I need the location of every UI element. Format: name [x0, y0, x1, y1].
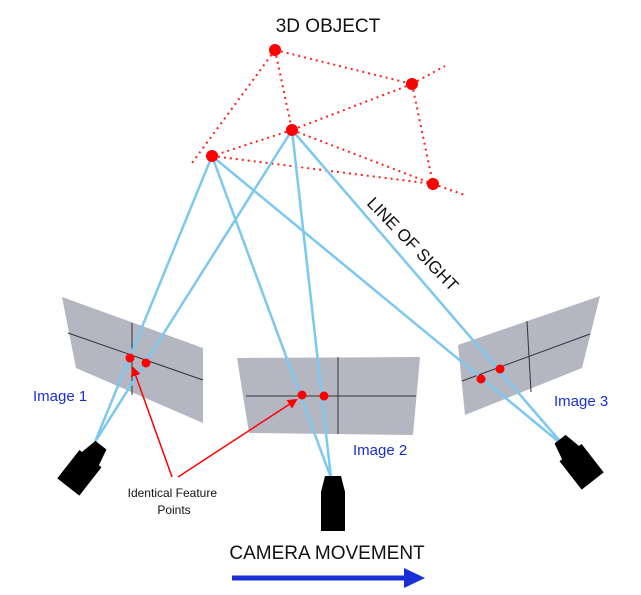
object-vertices: [206, 44, 439, 190]
edge: [274, 49, 413, 85]
edge: [191, 49, 276, 164]
feature-point: [476, 374, 486, 384]
feature-points-label: Identical Feature Points: [128, 486, 221, 517]
line-of-sight-label: LINE OF SIGHT: [363, 194, 462, 296]
camera-2-icon: [321, 476, 345, 531]
feature-point: [297, 390, 307, 400]
image-2-label: Image 2: [353, 442, 407, 459]
feature-arrow: [177, 398, 298, 478]
edge: [411, 83, 434, 185]
image-3-label: Image 3: [554, 393, 608, 410]
object-wireframe: [191, 49, 466, 196]
camera-movement-label: CAMERA MOVEMENT: [229, 543, 425, 564]
vertex: [427, 178, 439, 190]
image-1-label: Image 1: [33, 388, 87, 405]
feature-point: [319, 391, 329, 401]
vertex: [206, 150, 218, 162]
vertex: [286, 124, 298, 136]
edge: [291, 83, 413, 131]
vertex: [269, 44, 281, 56]
image-plane-3: [458, 296, 600, 415]
sight-lines: [93, 129, 566, 479]
feature-label-line-1: Identical Feature: [128, 486, 218, 500]
camera-1-icon: [57, 440, 107, 496]
object-title: 3D OBJECT: [276, 16, 381, 37]
edge: [411, 65, 446, 85]
vertex: [406, 78, 418, 90]
edge: [211, 129, 293, 157]
feature-label-line-2: Points: [157, 503, 190, 517]
edge: [211, 155, 434, 185]
camera-3-icon: [554, 434, 604, 490]
feature-arrows: [130, 366, 298, 478]
feature-point: [495, 364, 505, 374]
feature-point: [141, 358, 151, 368]
camera-movement-arrow-icon: [232, 568, 425, 588]
feature-arrow: [130, 366, 173, 478]
edge: [291, 129, 434, 185]
feature-points: [125, 353, 505, 401]
edge: [274, 49, 293, 131]
feature-point: [125, 353, 135, 363]
